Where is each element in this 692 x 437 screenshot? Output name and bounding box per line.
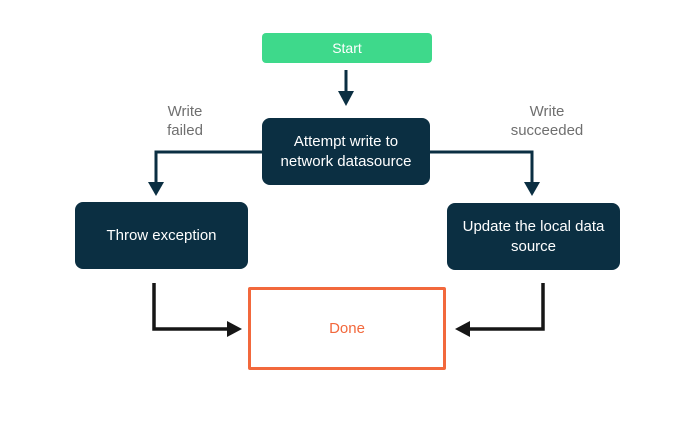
node-attempt-write: Attempt write to network datasource xyxy=(262,118,430,185)
edge-label-write-failed: Write failed xyxy=(167,103,203,139)
arrow-attempt-to-throw-exception xyxy=(148,150,262,196)
node-start: Start xyxy=(262,33,432,63)
node-done: Done xyxy=(248,287,446,370)
edge-label-write-succeeded: Write succeeded xyxy=(510,103,584,139)
arrow-throw-exception-to-done xyxy=(152,283,242,337)
node-update-local-data-source: Update the local data source xyxy=(447,203,620,270)
arrow-update-local-to-done xyxy=(455,283,545,337)
arrow-attempt-to-update-local xyxy=(430,150,540,196)
arrow-start-to-attempt xyxy=(338,70,354,106)
node-throw-exception: Throw exception xyxy=(75,202,248,269)
